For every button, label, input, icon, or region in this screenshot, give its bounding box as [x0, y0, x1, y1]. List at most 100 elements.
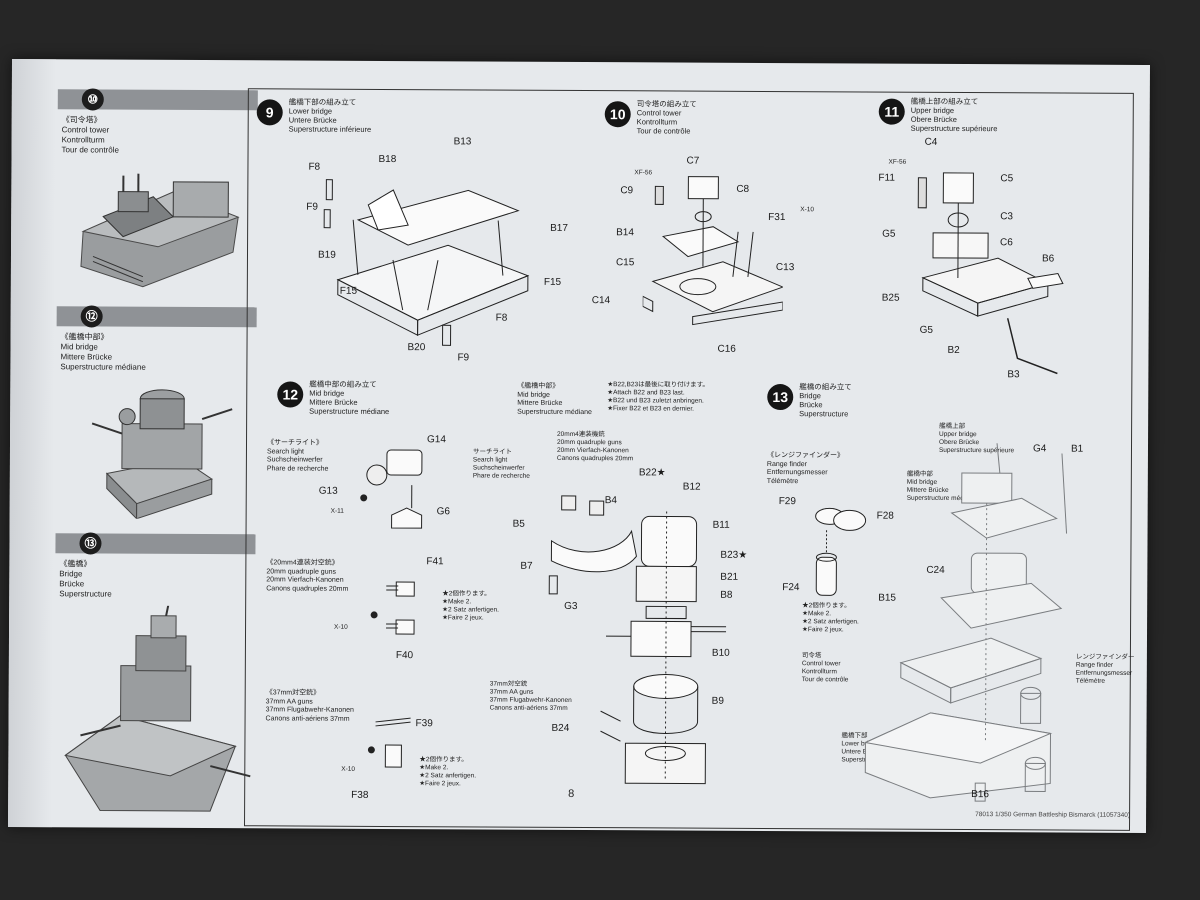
- make-two-note: ★2個作ります。 ★Make 2. ★2 Satz anfertigen. ★F…: [442, 590, 499, 622]
- part-label: B19: [317, 249, 336, 261]
- part-label: B3: [1007, 369, 1020, 381]
- part-label: C15: [615, 257, 635, 269]
- section-header-13: ⑬: [55, 532, 256, 555]
- part-label: C13: [775, 262, 795, 274]
- part-label: C7: [686, 155, 700, 167]
- part-label: F9: [306, 201, 318, 213]
- part-label: C24: [926, 564, 945, 576]
- part-label: B6: [1041, 253, 1055, 265]
- section-header-12: ⑫: [56, 305, 257, 328]
- paint-code: X-10: [334, 623, 348, 631]
- part-label: B4: [604, 495, 617, 507]
- paint-code: XF-56: [888, 158, 907, 166]
- instruction-sheet: ⑩ 《司令塔》 Control tower Kontrollturm Tour …: [7, 59, 1151, 833]
- part-label: B22★: [638, 467, 666, 479]
- control-tower-callout: 司令塔 Control tower Kontrollturm Tour de c…: [801, 652, 849, 684]
- part-label: B13: [453, 136, 472, 148]
- part-label: C9: [620, 185, 634, 197]
- mid-bridge-subheading: 《艦橋中部》 Mid bridge Mittere Brücke Superst…: [517, 382, 592, 416]
- part-label: F38: [351, 789, 369, 801]
- part-label: G6: [436, 506, 451, 518]
- paint-code: X-10: [800, 206, 814, 214]
- part-label: C5: [1000, 173, 1014, 185]
- make-two-note: ★2個作ります。 ★Make 2. ★2 Satz anfertigen. ★F…: [802, 602, 859, 634]
- part-label: G14: [427, 434, 446, 446]
- section-number: ⑬: [79, 532, 102, 555]
- make-two-note: ★2個作ります。 ★Make 2. ★2 Satz anfertigen. ★F…: [419, 756, 477, 788]
- b22-b23-note: ★B22,B23は最後に取り付けます。 ★Attach B22 and B23 …: [607, 381, 709, 413]
- section-label-control-tower: 《司令塔》 Control tower Kontrollturm Tour de…: [61, 115, 119, 155]
- part-label: F40: [395, 650, 414, 662]
- section-label-mid-bridge: 《艦橋中部》 Mid bridge Mittere Brücke Superst…: [60, 332, 146, 372]
- section-label-bridge: 《艦橋》 Bridge Brücke Superstructure: [59, 559, 112, 599]
- part-label: G3: [564, 600, 578, 612]
- part-label: B9: [711, 695, 724, 707]
- part-label: C8: [736, 183, 750, 195]
- part-label: F8: [495, 312, 508, 324]
- left-column: ⑩ 《司令塔》 Control tower Kontrollturm Tour …: [54, 88, 258, 820]
- searchlight-subheading: 《サーチライト》 Search light Suchscheinwerfer P…: [266, 439, 329, 473]
- range-finder-drawing: [815, 507, 867, 596]
- part-label: B25: [881, 292, 900, 304]
- part-label: B7: [520, 560, 533, 572]
- range-finder-subheading: 《レンジファインダー》 Range finder Entfernungsmess…: [766, 451, 844, 485]
- part-label: C3: [1000, 211, 1014, 223]
- part-label: F29: [778, 496, 796, 508]
- 37mm-guns-drawing: [367, 717, 411, 768]
- part-label: F15: [339, 285, 358, 297]
- bridge-assembly-drawing: [863, 443, 1068, 802]
- page-number: 8: [568, 787, 575, 800]
- part-label: C4: [924, 136, 938, 148]
- part-label: B15: [878, 592, 897, 604]
- part-label: B2: [947, 344, 960, 356]
- part-label: B14: [616, 227, 634, 239]
- paint-code: X-10: [341, 765, 356, 773]
- part-label: B17: [550, 222, 568, 234]
- step-9-drawing: [323, 179, 530, 346]
- part-label: B18: [378, 153, 397, 166]
- section-number: ⑩: [81, 88, 104, 111]
- step-10-drawing: [642, 176, 784, 326]
- section-header-10: ⑩: [57, 88, 258, 111]
- instruction-panel: 9 艦橋下部の組み立て Lower bridge Untere Brücke S…: [244, 88, 1134, 831]
- part-label: B23★: [720, 549, 748, 561]
- bridge-model-image: [64, 600, 251, 812]
- part-label: F8: [308, 161, 321, 173]
- paint-code: X-11: [330, 507, 344, 515]
- search-light-callout: サーチライト Search light Suchscheinwerfer Pha…: [472, 448, 530, 480]
- part-label: B20: [407, 342, 426, 354]
- footer-caption: 78013 1/350 German Battleship Bismarck (…: [975, 811, 1131, 819]
- part-label: G13: [318, 485, 338, 497]
- part-label: B8: [720, 589, 733, 601]
- part-label: B5: [512, 518, 525, 530]
- step-11-drawing: [917, 172, 1064, 375]
- 20mm-guns-callout: 20mm4連装機銃 20mm quadruple guns 20mm Vierf…: [556, 430, 634, 463]
- part-label: B16: [971, 789, 990, 801]
- part-label: G5: [919, 324, 933, 336]
- mid-bridge-drawing: [548, 495, 727, 785]
- part-label: F9: [457, 352, 470, 364]
- part-label: B21: [720, 571, 739, 583]
- part-label: C16: [717, 343, 736, 355]
- part-label: B1: [1070, 443, 1084, 455]
- part-label: C6: [1000, 237, 1013, 249]
- part-label: B12: [682, 481, 701, 493]
- part-label: B24: [551, 722, 570, 734]
- part-label: F41: [426, 556, 444, 568]
- 20mm-guns-subheading: 《20mm4連装対空銃》 20mm quadruple guns 20mm Vi…: [266, 559, 349, 593]
- 20mm-guns-drawing: [370, 581, 415, 635]
- part-label: F39: [415, 718, 433, 730]
- part-label: G5: [882, 228, 896, 240]
- control-tower-model-image: [80, 173, 240, 288]
- paint-code: XF-56: [634, 169, 653, 177]
- part-label: B10: [711, 647, 730, 659]
- part-label: F24: [782, 582, 800, 594]
- part-label: G4: [1032, 443, 1047, 455]
- section-number: ⑫: [80, 305, 103, 328]
- part-label: F31: [768, 211, 786, 224]
- part-label: B11: [712, 519, 730, 531]
- 37mm-guns-subheading: 《37mm対空銃》 37mm AA guns 37mm Flugabwehr-K…: [265, 689, 354, 723]
- mid-bridge-model-image: [91, 389, 233, 520]
- part-label: F11: [878, 172, 895, 184]
- part-label: F15: [543, 276, 562, 288]
